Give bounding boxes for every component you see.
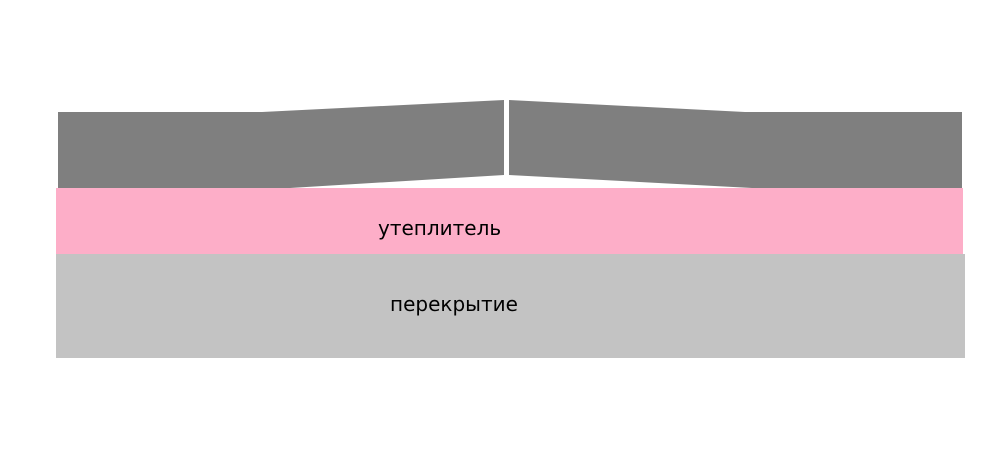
screed-left-half [58,100,504,188]
slab-label: перекрытие [390,292,518,316]
insulation-layer [56,188,963,254]
slab-layer [56,254,965,358]
screed-right-half [509,100,962,188]
insulation-label: утеплитель [378,216,502,240]
